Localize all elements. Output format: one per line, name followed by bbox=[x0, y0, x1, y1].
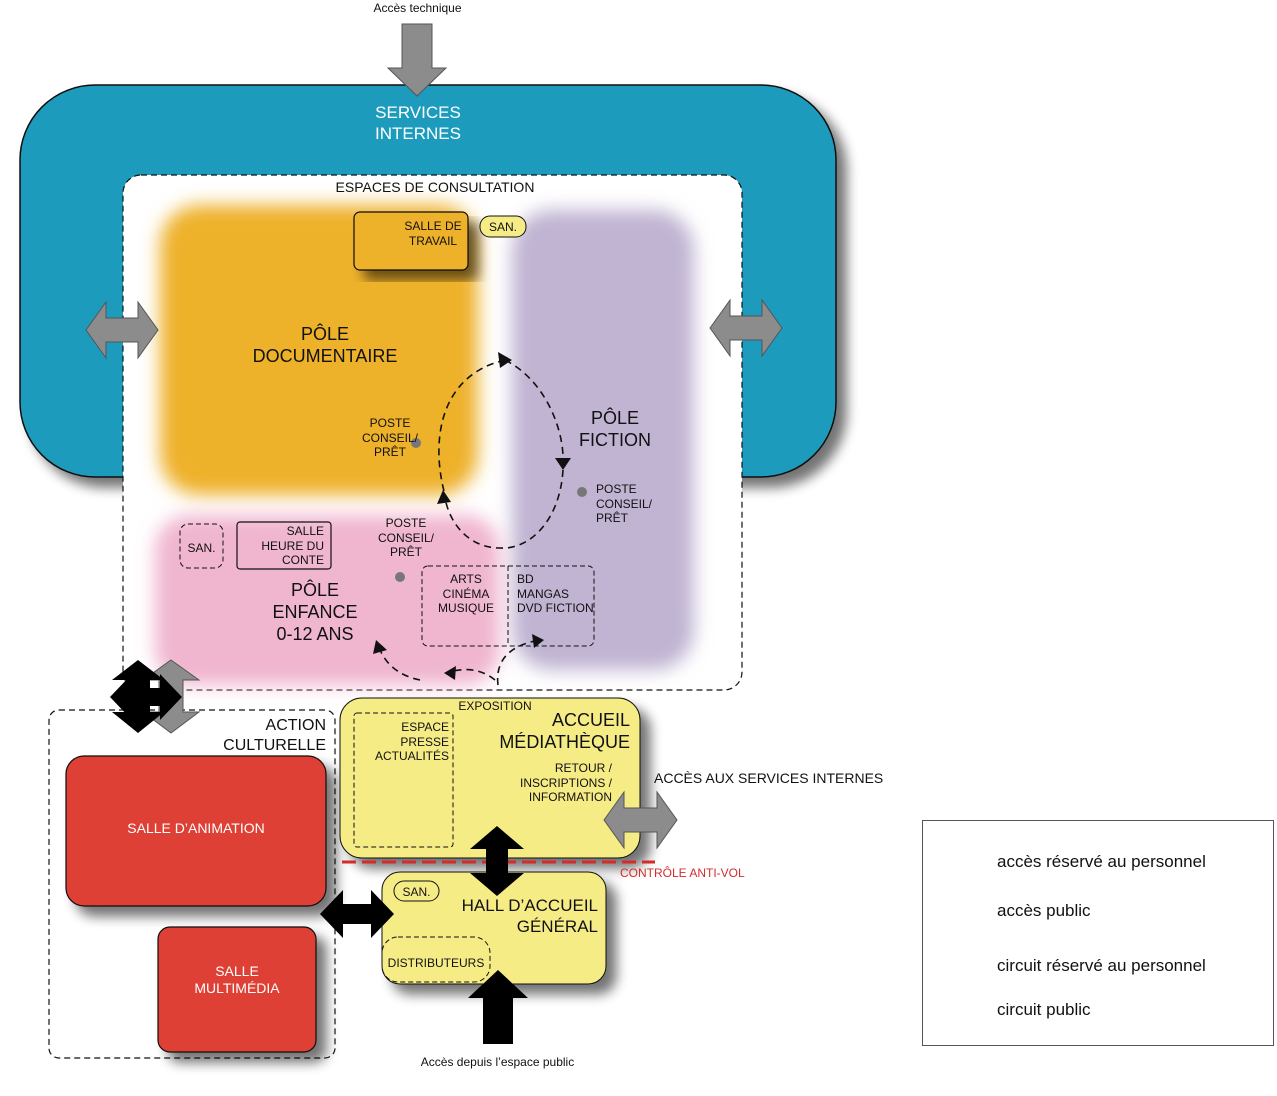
salle-heure-conte-box bbox=[236, 521, 332, 570]
acces-espace-public-label: Accès depuis l’espace public bbox=[420, 1055, 575, 1069]
legend bbox=[922, 820, 1274, 1046]
public-entrance-arrow-icon bbox=[468, 970, 528, 1044]
staff-arrows bbox=[85, 23, 783, 850]
pole-fiction-block bbox=[512, 210, 694, 670]
accueil-hall-vertical-arrow-icon bbox=[470, 826, 524, 896]
retour-inscriptions-label: RETOUR / INSCRIPTIONS / INFORMATION bbox=[519, 761, 612, 805]
salle-heure-conte-label: SALLE HEURE DU CONTE bbox=[261, 524, 324, 568]
espace-presse-label: ESPACE PRESSE ACTUALITÉS bbox=[374, 720, 449, 764]
public-arrows bbox=[110, 660, 528, 1044]
arts-cinema-musique-label: ARTS CINÉMA MUSIQUE bbox=[437, 572, 494, 616]
legend-item-public-circuit: circuit public bbox=[997, 1000, 1091, 1019]
salle-animation-box bbox=[65, 755, 327, 907]
legend-item-staff-access: accès réservé au personnel bbox=[997, 852, 1206, 871]
poste-doc-dot bbox=[411, 438, 421, 448]
poste-doc-label: POSTE CONSEIL/ PRÊT bbox=[361, 416, 418, 460]
salle-travail-box bbox=[353, 211, 469, 271]
acces-services-internes-label: ACCÈS AUX SERVICES INTERNES bbox=[654, 770, 884, 786]
action-culturelle-area bbox=[48, 709, 336, 1059]
left-staff-double-arrow-icon bbox=[85, 300, 159, 360]
acces-technique-label: Accès technique bbox=[373, 1, 462, 15]
controle-antivol-label: CONTRÔLE ANTI-VOL bbox=[620, 866, 745, 880]
distributeurs-box bbox=[381, 936, 491, 983]
legend-item-public-access: accès public bbox=[997, 901, 1091, 920]
accueil-staff-double-arrow-icon bbox=[603, 790, 678, 850]
action-culturelle-label: ACTION CULTURELLE bbox=[223, 717, 326, 754]
san-top-pill bbox=[479, 215, 527, 238]
poste-fiction-dot bbox=[577, 487, 587, 497]
distributeurs-label: DISTRIBUTEURS bbox=[387, 956, 485, 970]
san-hall-label: SAN. bbox=[402, 885, 431, 899]
espace-presse-box bbox=[353, 712, 454, 848]
salle-travail-label: SALLE DE TRAVAIL bbox=[404, 219, 462, 248]
san-enfance-label: SAN. bbox=[187, 541, 216, 555]
pole-enfance-block bbox=[155, 515, 500, 685]
pole-documentaire-block bbox=[160, 205, 478, 495]
salle-animation-label: SALLE D’ANIMATION bbox=[127, 820, 265, 836]
technical-access-arrow-icon bbox=[386, 23, 448, 97]
poste-enfance-dot bbox=[395, 572, 405, 582]
bd-mangas-dvd-label: BD MANGAS DVD FICTION bbox=[517, 572, 594, 616]
pole-documentaire-label: PÔLE DOCUMENTAIRE bbox=[252, 324, 398, 366]
pole-enfance-label: PÔLE ENFANCE 0-12 ANS bbox=[272, 580, 358, 644]
right-staff-double-arrow-icon bbox=[709, 298, 783, 358]
espaces-consultation-label: ESPACES DE CONSULTATION bbox=[335, 179, 535, 195]
accueil-mediatheque-label: ACCUEIL MÉDIATHÈQUE bbox=[499, 710, 630, 752]
salle-multimedia-label: SALLE MULTIMÉDIA bbox=[194, 963, 280, 997]
action-public-horizontal-arrow-icon bbox=[110, 674, 182, 720]
hall-accueil-label: HALL D’ACCUEIL GÉNÉRAL bbox=[461, 896, 598, 936]
circulation-arrowheads bbox=[373, 352, 571, 680]
san-top-label: SAN. bbox=[488, 220, 517, 234]
poste-enfance-label: POSTE CONSEIL/ PRÊT bbox=[377, 516, 434, 560]
salle-multimedia-box bbox=[157, 926, 317, 1053]
poste-fiction-label: POSTE CONSEIL/ PRÊT bbox=[596, 482, 653, 526]
san-hall-pill bbox=[393, 880, 440, 902]
hall-action-horizontal-arrow-icon bbox=[320, 890, 394, 938]
services-internes-label: SERVICES INTERNES bbox=[375, 103, 461, 143]
exposition-label: EXPOSITION bbox=[458, 699, 532, 713]
legend-item-staff-circuit: circuit réservé au personnel bbox=[997, 956, 1206, 975]
pole-fiction-label: PÔLE FICTION bbox=[579, 408, 651, 450]
